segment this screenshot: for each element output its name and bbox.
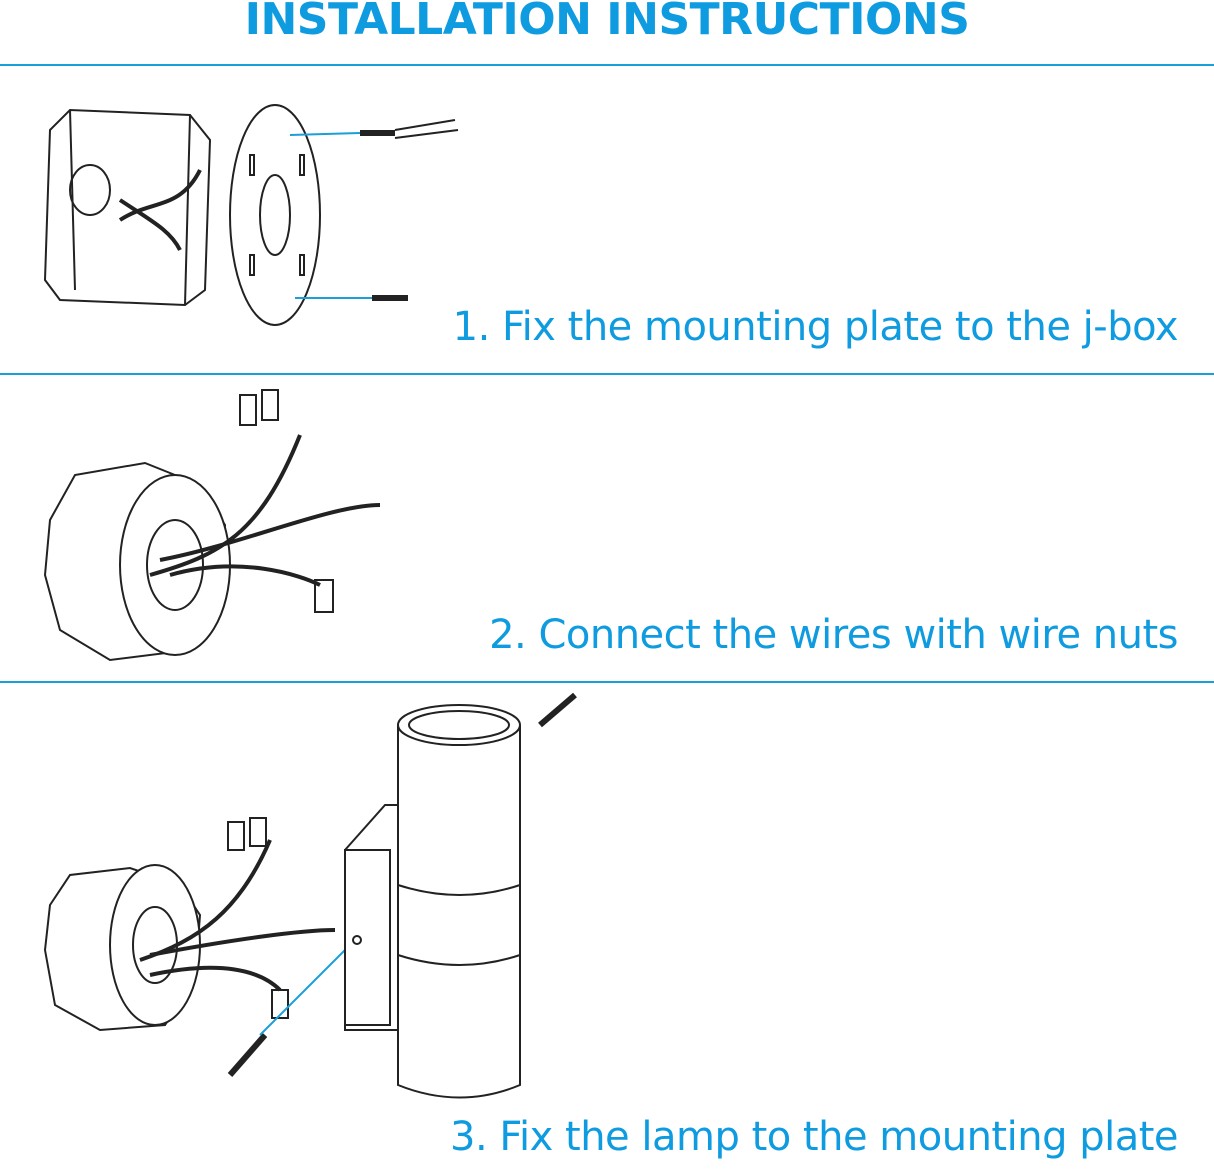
- step-2-caption: 2. Connect the wires with wire nuts: [489, 612, 1178, 658]
- step-1-illustration: [43, 104, 459, 326]
- step-1-caption: 1. Fix the mounting plate to the j-box: [452, 304, 1179, 350]
- divider: [0, 373, 1214, 375]
- wire-nut-icon: [239, 389, 334, 613]
- wires-icon: [139, 839, 336, 992]
- step-3-illustration: [43, 692, 577, 1099]
- wire-nut-icon: [227, 817, 289, 1019]
- screwdriver-icon: [394, 119, 459, 139]
- wires-icon: [149, 434, 381, 587]
- step-2-illustration: [43, 389, 381, 662]
- divider: [0, 681, 1214, 683]
- wall-lamp-icon: [344, 704, 521, 1099]
- screw-icon: [360, 130, 408, 301]
- divider: [0, 64, 1214, 66]
- page-title: INSTALLATION INSTRUCTIONS: [244, 0, 970, 45]
- junction-box-icon: [43, 864, 202, 1032]
- junction-box-icon: [43, 108, 212, 307]
- screw-icon: [227, 692, 577, 1077]
- junction-box-icon: [43, 461, 231, 662]
- mounting-plate-icon: [229, 104, 321, 326]
- step-3-caption: 3. Fix the lamp to the mounting plate: [450, 1114, 1178, 1160]
